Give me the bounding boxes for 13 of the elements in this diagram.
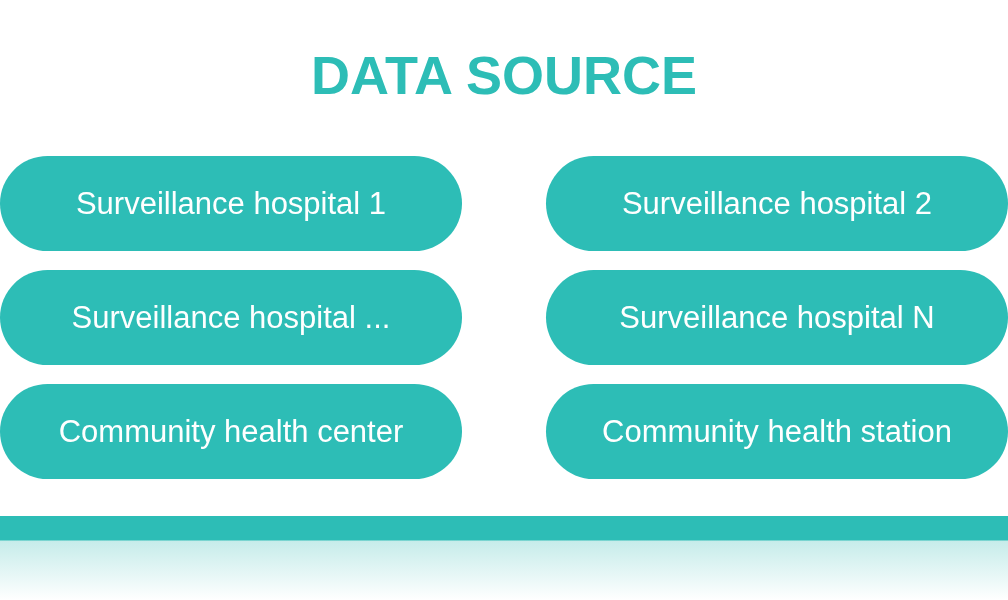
source-label: Surveillance hospital ... (71, 299, 391, 336)
source-pill (546, 156, 1008, 251)
source-pill (0, 156, 462, 251)
source-label: Surveillance hospital 2 (621, 185, 933, 222)
source-pill (546, 270, 1008, 365)
source-label: Surveillance hospital 1 (75, 185, 387, 222)
title: DATA SOURCE (310, 44, 698, 107)
source-pill (0, 270, 462, 365)
source-pill (0, 384, 462, 479)
source-label: Community health station (602, 413, 952, 450)
source-pill (546, 384, 1008, 479)
source-label: Community health center (58, 413, 404, 450)
source-label: Surveillance hospital N (619, 299, 935, 336)
